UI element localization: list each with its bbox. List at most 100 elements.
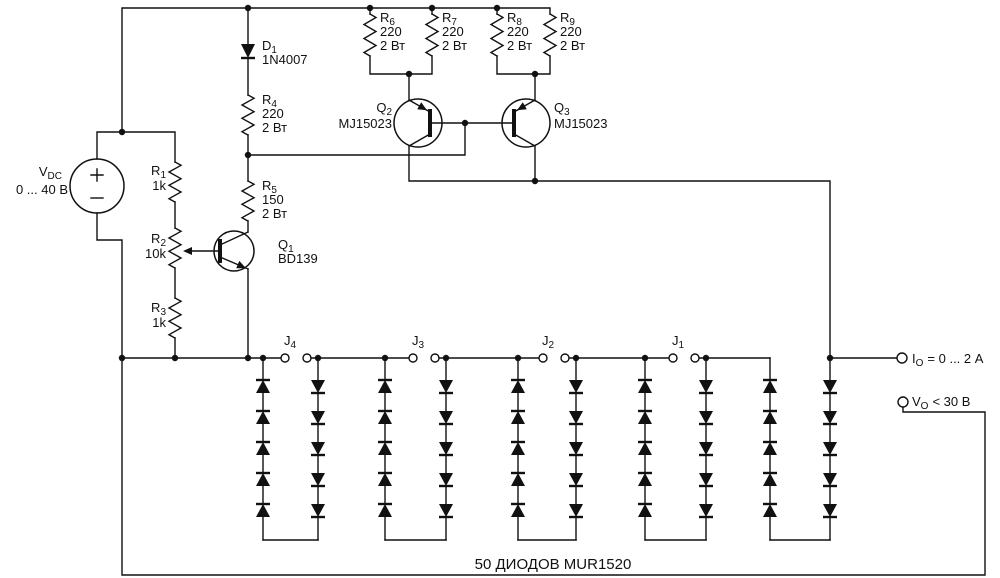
junction-dot [259,354,267,362]
junction-dot [428,4,436,12]
diode-symbol [699,380,713,393]
diode-symbol [311,442,325,455]
j2-label: J2 [542,333,555,351]
diode-symbol [378,442,392,455]
diode-symbol [699,411,713,424]
diode-symbol [823,442,837,455]
r6-ref-label: R6 [380,10,395,28]
j3-label: J3 [412,333,425,351]
junction-dot [381,354,389,362]
diode-symbol [763,380,777,393]
r5-power-label: 2 Вт [262,206,287,221]
diode-symbol [569,442,583,455]
junction-dot [531,70,539,78]
q1-ref-label: Q1 [278,237,294,255]
junction-dot [244,4,252,12]
jumper-terminal [430,353,440,363]
d1-diode-symbol [241,44,255,60]
d1-ref-label: D1 [262,38,277,56]
q2-part-label: MJ15023 [339,116,392,131]
d1-part-label: 1N4007 [262,52,308,67]
junction-dot [366,4,374,12]
q1-transistor-symbol [213,230,255,272]
jumper-terminal [538,353,548,363]
diode-symbol [256,504,270,517]
diode-symbol [511,442,525,455]
r5-ref-label: R5 [262,178,277,196]
j1-label: J1 [672,333,685,351]
diode-symbol [569,504,583,517]
r5-value-label: 150 [262,192,284,207]
jumper-terminal [280,353,290,363]
resistor-symbol [489,13,505,57]
diode-symbol [699,442,713,455]
diode-symbol [378,380,392,393]
diode-symbol [638,473,652,486]
circuit-wires [96,7,986,576]
q1-part-label: BD139 [278,251,318,266]
r1-ref-label: R1 [151,163,166,181]
jumper-terminal [690,353,700,363]
diode-symbol [256,411,270,424]
plus-icon [90,168,104,182]
junction-dot [244,354,252,362]
diode-array-note: 50 ДИОДОВ MUR1520 [475,556,632,573]
r6-value-label: 220 [380,24,402,39]
resistor-symbol [362,13,378,57]
j4-label: J4 [284,333,297,351]
q2-emitter-arrow [417,102,427,111]
junction-dot [442,354,450,362]
resistor-symbol [240,180,256,222]
diode-symbol [256,473,270,486]
q3-ref-label: Q3 [554,100,570,118]
resistor-symbols-group [167,13,558,339]
diode-symbol [511,504,525,517]
diode-symbol [311,411,325,424]
diode-symbol [378,473,392,486]
r9-power-label: 2 Вт [560,38,585,53]
resistor-symbol [167,227,183,269]
junction-dot [493,4,501,12]
diode-string [699,357,713,541]
diode-symbol [569,411,583,424]
jumper-terminals-group [280,353,700,363]
vdc-label: VDC [39,164,62,182]
diode-symbol [763,411,777,424]
r9-value-label: 220 [560,24,582,39]
diode-symbol [439,504,453,517]
diode-string [256,357,270,541]
diode-symbol [763,504,777,517]
q1-emitter-arrow [236,260,246,269]
diode-symbol [638,504,652,517]
diode-symbol [763,442,777,455]
diode-string [311,357,325,541]
q3-part-label: MJ15023 [554,116,607,131]
q3-emitter-arrow [517,102,527,111]
io-output-label: IO= 0 ... 2 А [912,351,984,369]
io-terminal [896,352,908,364]
q2-transistor-symbol [393,98,443,148]
junction-dot [314,354,322,362]
diode-symbol [569,473,583,486]
r1-value-label: 1k [152,178,166,193]
diode-symbol [511,380,525,393]
r2-ref-label: R2 [151,231,166,249]
resistor-symbol [167,297,183,339]
diode-string [511,357,525,541]
r6-power-label: 2 Вт [380,38,405,53]
dc-source-symbol [69,158,125,214]
diode-string [439,357,453,541]
diode-string [569,357,583,541]
vo-terminal [897,396,909,408]
r4-value-label: 220 [262,106,284,121]
diode-symbol [638,411,652,424]
jumper-terminal [302,353,312,363]
diode-symbol [439,411,453,424]
diode-array-group [256,357,837,541]
diode-string [763,357,777,541]
vo-output-label: VO< 30 В [912,394,970,412]
junction-dot [171,354,179,362]
junction-dot [118,128,126,136]
diode-symbol [311,473,325,486]
